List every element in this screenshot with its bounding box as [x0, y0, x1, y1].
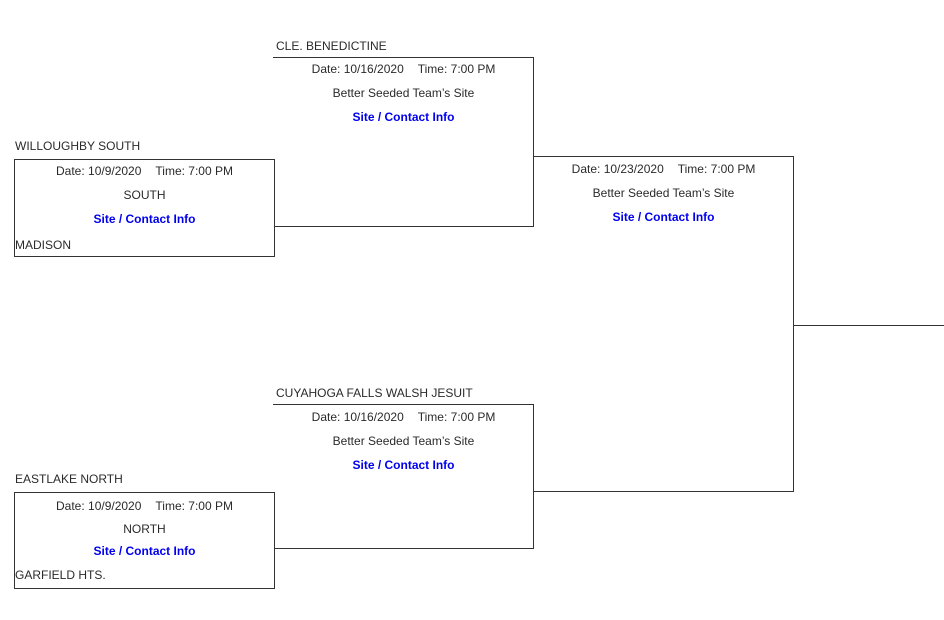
team-label-garfield-hts: GARFIELD HTS.: [15, 568, 106, 582]
bracket-line-semi-top-teamline: [273, 57, 534, 58]
bracket-box-round1-north: [14, 492, 275, 589]
site-contact-link-final[interactable]: Site / Contact Info: [612, 210, 715, 224]
game-date: Date: 10/9/2020: [56, 164, 142, 178]
site-contact-row: Site / Contact Info: [14, 544, 275, 558]
team-label-eastlake-north: EASTLAKE NORTH: [15, 472, 123, 486]
bracket-line-final-bottom: [533, 491, 794, 492]
game-site-final: Better Seeded Team’s Site: [592, 186, 735, 200]
game-datetime-round1-south: Date: 10/9/2020 Time: 7:00 PM: [14, 164, 275, 178]
bracket-line-semi-bottom-teamline: [273, 404, 534, 405]
site-contact-row: Site / Contact Info: [533, 210, 794, 224]
site-contact-row: Site / Contact Info: [273, 458, 534, 472]
game-site-round1-south: SOUTH: [123, 188, 166, 202]
site-contact-row: Site / Contact Info: [14, 212, 275, 226]
site-contact-link-semi-top[interactable]: Site / Contact Info: [352, 110, 455, 124]
game-time: Time: 7:00 PM: [155, 164, 233, 178]
site-contact-row: Site / Contact Info: [273, 110, 534, 124]
site-contact-link-round1-north[interactable]: Site / Contact Info: [93, 544, 196, 558]
bracket-line-semi-top-winnerline: [274, 226, 534, 227]
game-time: Time: 7:00 PM: [677, 162, 756, 176]
game-datetime-round1-north: Date: 10/9/2020 Time: 7:00 PM: [14, 499, 275, 513]
game-date: Date: 10/16/2020: [311, 62, 404, 76]
game-date: Date: 10/16/2020: [311, 410, 404, 424]
site-contact-link-round1-south[interactable]: Site / Contact Info: [93, 212, 196, 226]
bracket-line-semi-bottom-right: [533, 404, 534, 549]
game-time: Time: 7:00 PM: [417, 410, 496, 424]
game-date: Date: 10/23/2020: [571, 162, 664, 176]
bracket-box-round1-south: [14, 159, 275, 257]
game-time: Time: 7:00 PM: [155, 499, 233, 513]
game-site-semi-bottom: Better Seeded Team’s Site: [332, 434, 475, 448]
game-datetime-semi-top: Date: 10/16/2020 Time: 7:00 PM: [273, 62, 534, 76]
game-site-semi-top: Better Seeded Team’s Site: [332, 86, 475, 100]
bracket-line-final-top: [533, 156, 794, 157]
bracket-line-semi-top-right: [533, 57, 534, 227]
bracket-line-champion: [793, 325, 944, 326]
bracket-line-final-right: [793, 156, 794, 492]
game-site-round1-north: NORTH: [123, 522, 166, 536]
game-datetime-semi-bottom: Date: 10/16/2020 Time: 7:00 PM: [273, 410, 534, 424]
game-time: Time: 7:00 PM: [417, 62, 496, 76]
team-label-cle-benedictine: CLE. BENEDICTINE: [276, 39, 387, 53]
team-label-willoughby-south: WILLOUGHBY SOUTH: [15, 139, 141, 153]
bracket-line-semi-bottom-winnerline: [274, 548, 534, 549]
game-datetime-final: Date: 10/23/2020 Time: 7:00 PM: [533, 162, 794, 176]
team-label-madison: MADISON: [15, 238, 72, 252]
site-contact-link-semi-bottom[interactable]: Site / Contact Info: [352, 458, 455, 472]
team-label-cuyahoga-falls-walsh-jesuit: CUYAHOGA FALLS WALSH JESUIT: [276, 386, 473, 400]
game-date: Date: 10/9/2020: [56, 499, 142, 513]
